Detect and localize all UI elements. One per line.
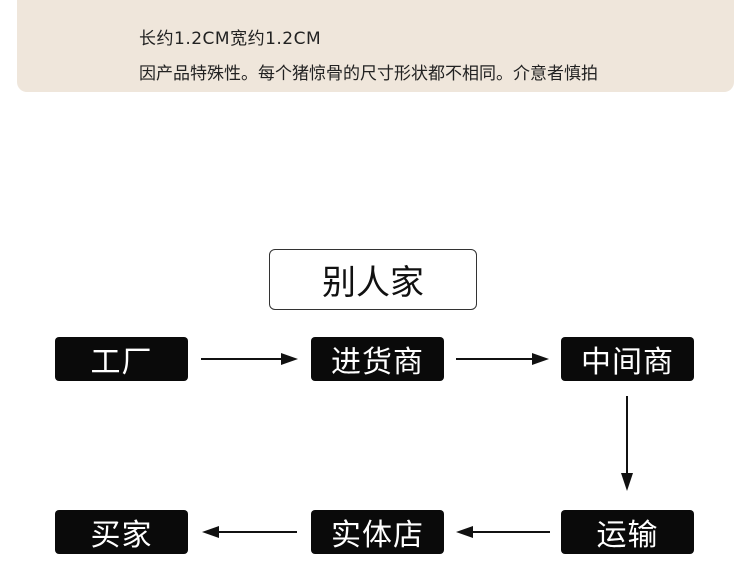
node-factory: 工厂 <box>55 337 188 381</box>
node-physical-store: 实体店 <box>311 510 444 554</box>
size-text: 长约1.2CM宽约1.2CM <box>139 29 322 49</box>
arrow-factory-to-wholesaler <box>201 353 298 365</box>
arrow-wholesaler-to-middleman <box>456 353 549 365</box>
arrow-middleman-to-transport <box>621 396 633 491</box>
node-buyer: 买家 <box>55 510 188 554</box>
node-wholesaler: 进货商 <box>311 337 444 381</box>
disclaimer-text: 因产品特殊性。每个猪惊骨的尺寸形状都不相同。介意者慎拍 <box>139 64 598 84</box>
product-info-banner: 长约1.2CM宽约1.2CM 因产品特殊性。每个猪惊骨的尺寸形状都不相同。介意者… <box>17 0 734 92</box>
node-transport: 运输 <box>561 510 694 554</box>
arrow-store-to-buyer <box>202 526 297 538</box>
diagram-title: 别人家 <box>269 249 477 310</box>
arrow-transport-to-store <box>456 526 550 538</box>
node-middleman: 中间商 <box>561 337 694 381</box>
